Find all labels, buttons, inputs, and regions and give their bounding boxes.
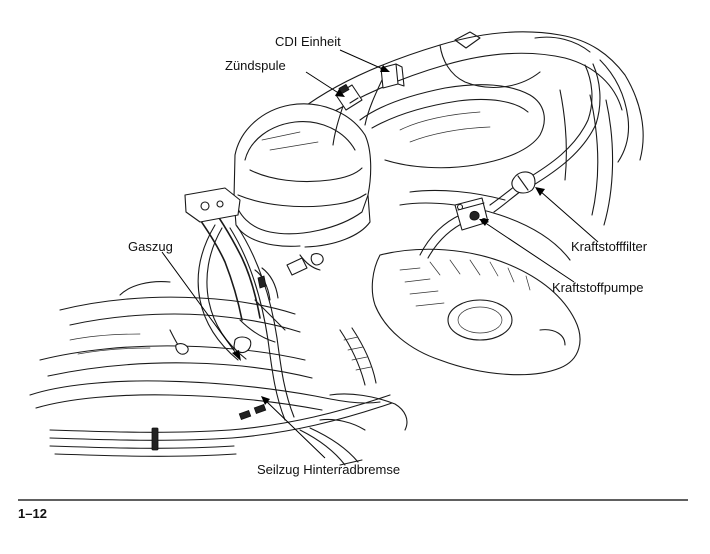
kraftstofffilter-arrow-icon xyxy=(535,187,545,196)
center-storage-box xyxy=(233,103,372,248)
label-gaszug: Gaszug xyxy=(128,239,173,254)
fuel-filter xyxy=(511,171,536,194)
engine-transmission-case xyxy=(371,248,581,376)
label-cdi-einheit: CDI Einheit xyxy=(275,34,341,49)
throttle-fittings xyxy=(233,253,324,354)
fuel-pump xyxy=(454,197,489,231)
label-kraftstofffilter: Kraftstofffilter xyxy=(571,239,648,254)
label-seilzug-hinterradbremse: Seilzug Hinterradbremse xyxy=(257,462,400,477)
seilzug-arrow-icon xyxy=(261,396,270,405)
label-kraftstoffpumpe: Kraftstoffpumpe xyxy=(552,280,644,295)
callout-leaders xyxy=(161,49,599,459)
ignition-coil xyxy=(335,83,363,111)
gaszug-arrow-icon xyxy=(232,350,241,361)
kraftstoffpumpe-arrow-icon xyxy=(479,219,489,226)
zuendspule-arrow-icon xyxy=(335,89,345,97)
label-zuendspule: Zündspule xyxy=(225,58,286,73)
page-number: 1–12 xyxy=(18,506,47,521)
rear-shock-area xyxy=(299,327,408,466)
cdi-arrow-icon xyxy=(380,65,390,72)
